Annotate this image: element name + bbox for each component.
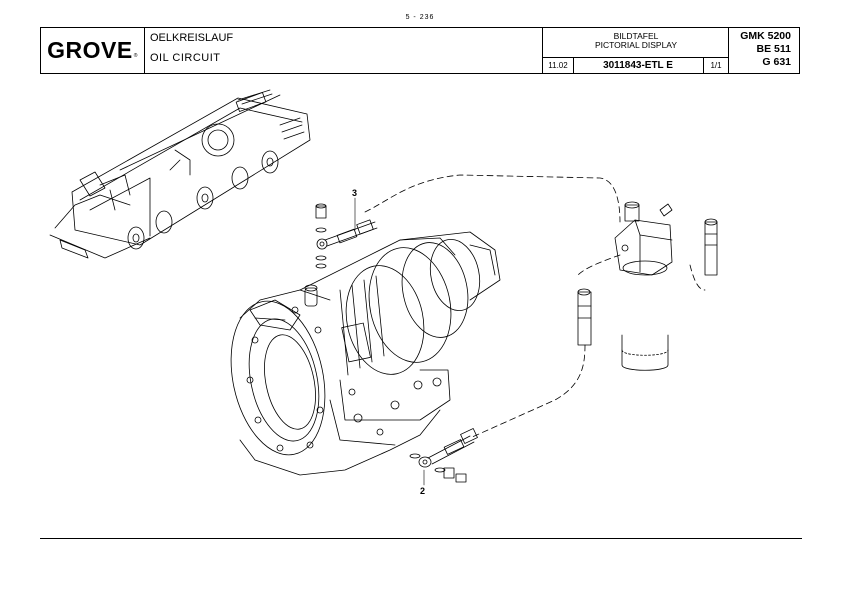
part-number: 3011843-ETL E: [573, 58, 704, 73]
oil-circuit-line: [364, 174, 706, 439]
hose-assembly-bottom: [409, 428, 478, 486]
oil-filter-assembly: [614, 201, 673, 371]
board-date: 11.02: [543, 58, 574, 73]
callout-2: 2: [420, 486, 425, 496]
bottom-rule: [40, 538, 802, 539]
board-label-english: PICTORIAL DISPLAY: [594, 40, 678, 50]
board-info: BILDTAFEL PICTORIAL DISPLAY 11.02 301184…: [543, 28, 729, 73]
title-english: OIL CIRCUIT: [150, 52, 221, 64]
crane-overview-illustration: [49, 89, 311, 259]
title-german: OELKREISLAUF: [150, 32, 234, 44]
model-1: GMK 5200: [740, 30, 791, 42]
model-2: BE 511: [756, 43, 791, 55]
drawing-titles: OELKREISLAUF OIL CIRCUIT: [145, 28, 543, 73]
logo-brand: GROVE: [47, 37, 133, 63]
page-reference: 5 - 236: [405, 14, 435, 21]
hose-assembly-top: [315, 197, 378, 269]
transmission-housing: [230, 231, 501, 476]
model-3: G 631: [762, 56, 791, 68]
title-block: GROVE® OELKREISLAUF OIL CIRCUIT BILDTAFE…: [40, 27, 800, 74]
board-label: BILDTAFEL PICTORIAL DISPLAY: [543, 28, 729, 58]
grove-logo: GROVE®: [41, 28, 145, 73]
sheet-number: 1/1: [710, 61, 722, 70]
model-list: GMK 5200 BE 511 G 631: [729, 28, 799, 73]
fitting-right: [704, 218, 718, 276]
board-label-german: BILDTAFEL: [613, 31, 659, 41]
logo-registered-mark: ®: [133, 53, 138, 59]
callout-3: 3: [352, 188, 357, 198]
fitting-center: [577, 288, 592, 346]
